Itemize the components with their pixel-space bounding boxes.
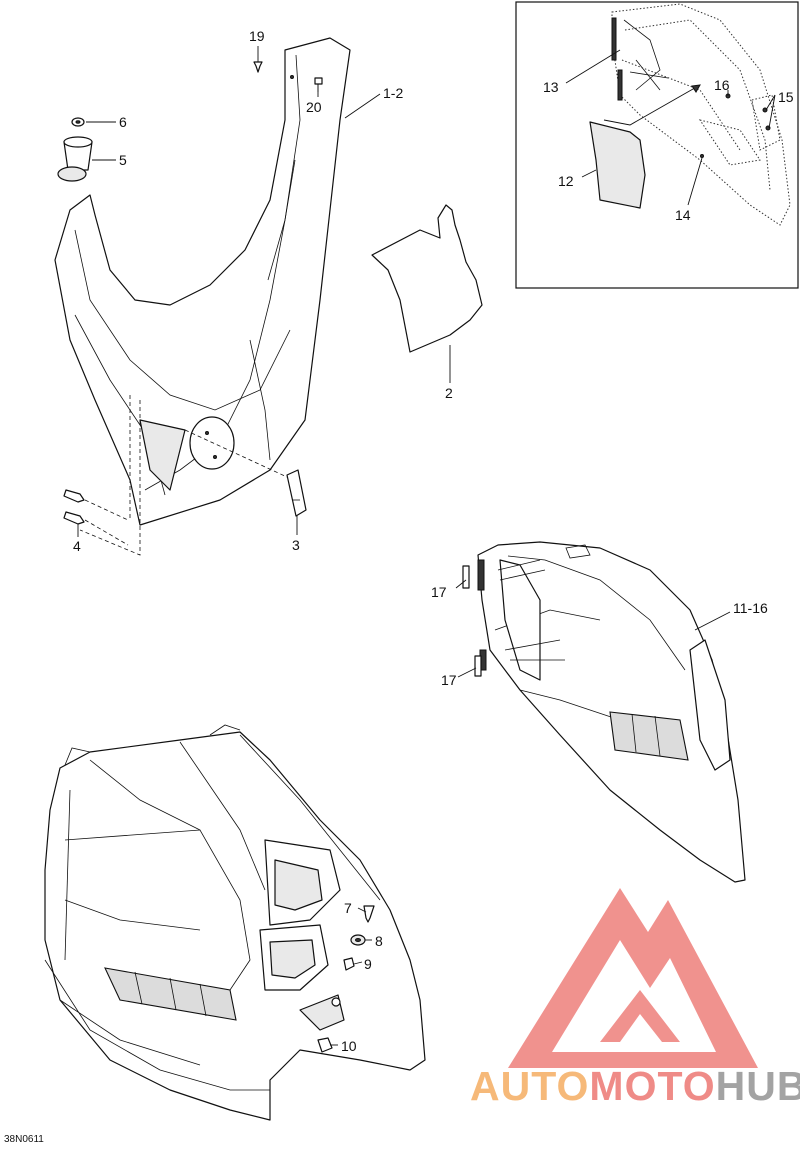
front-fascia-part	[54, 37, 351, 526]
watermark-auto: AUTO	[470, 1063, 589, 1109]
callout-9: 9	[364, 956, 372, 972]
bracket-3-icon	[286, 469, 307, 517]
callout-15: 15	[778, 89, 794, 105]
screw-7-icon	[363, 905, 375, 923]
side-panel-11-16	[477, 541, 746, 883]
callout-17-top: 17	[431, 584, 447, 600]
callout-19: 19	[249, 28, 265, 44]
callout-14: 14	[675, 207, 691, 223]
grommet-8-icon	[350, 934, 366, 946]
callout-labels: 19 20 1-2 6 5 4 3 2 13 16 15 12 14 17 17…	[73, 28, 794, 1054]
washer-6-icon	[71, 117, 85, 127]
foam-panel-2-icon	[371, 204, 483, 353]
push-rivet-4-icon	[63, 489, 85, 525]
callout-13: 13	[543, 79, 559, 95]
leader-lines	[77, 46, 776, 1046]
callout-16: 16	[714, 77, 730, 93]
watermark-text: AUTOMOTOHUB	[470, 1063, 800, 1109]
callout-17-bottom: 17	[441, 672, 457, 688]
watermark-logo-icon	[508, 888, 758, 1068]
callout-7: 7	[344, 900, 352, 916]
plug-5-icon	[57, 136, 93, 182]
nut-10-icon	[317, 1037, 333, 1053]
svg-text:AUTOMOTOHUB: AUTOMOTOHUB	[470, 1063, 800, 1109]
callout-1-2: 1-2	[383, 85, 403, 101]
watermark-moto: MOTO	[589, 1063, 715, 1109]
screw-19-icon	[253, 61, 263, 73]
clip-17-icon	[462, 565, 482, 677]
hood-assembly	[44, 724, 426, 1121]
nut-9-icon	[343, 957, 355, 971]
watermark-hub: HUB	[716, 1063, 800, 1109]
callout-6: 6	[119, 114, 127, 130]
callout-11-16: 11-16	[733, 600, 768, 616]
callout-5: 5	[119, 152, 127, 168]
callout-10: 10	[341, 1038, 357, 1054]
callout-3: 3	[292, 537, 300, 553]
callout-8: 8	[375, 933, 383, 949]
callout-4: 4	[73, 538, 81, 554]
callout-20: 20	[306, 99, 322, 115]
drawing-code: 38N0611	[4, 1134, 44, 1145]
callout-2: 2	[445, 385, 453, 401]
detail-inset	[515, 1, 799, 289]
callout-12: 12	[558, 173, 574, 189]
fascia-dashed-guides	[79, 395, 301, 556]
